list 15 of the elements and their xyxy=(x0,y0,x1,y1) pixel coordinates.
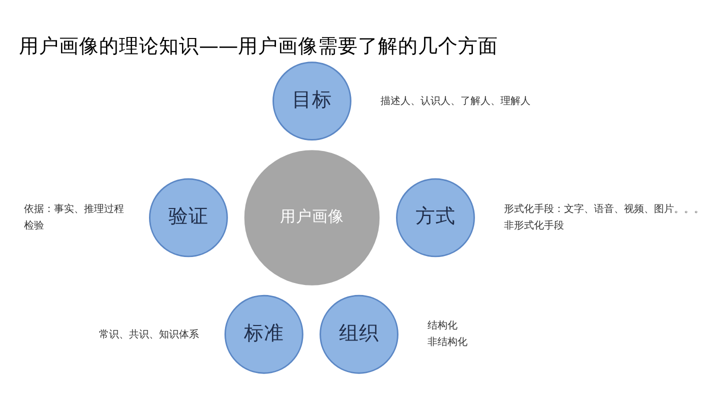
diagram-title: 用户画像的理论知识——用户画像需要了解的几个方面 xyxy=(18,34,498,58)
node-label: 结构化 xyxy=(428,320,458,331)
node-circle: 组织 xyxy=(320,294,398,374)
node-circle: 目标 xyxy=(272,61,352,140)
node-circle: 验证 xyxy=(149,178,228,257)
node-label: 非形式化手段 xyxy=(504,220,564,231)
node-circle: 方式 xyxy=(396,178,475,257)
node-circle: 用户画像 xyxy=(244,150,380,285)
node-label: 描述人、认识人、了解人、理解人 xyxy=(380,95,531,106)
node-label: 检验 xyxy=(24,220,44,231)
node-label: 依据：事实、推理过程 xyxy=(24,203,124,214)
node-label: 非结构化 xyxy=(428,336,468,348)
node-label: 形式化手段：文字、语音、视频、图片。。。 xyxy=(504,203,704,214)
node-label: 常识、共识、知识体系 xyxy=(99,328,200,340)
node-circle: 标准 xyxy=(224,294,304,374)
